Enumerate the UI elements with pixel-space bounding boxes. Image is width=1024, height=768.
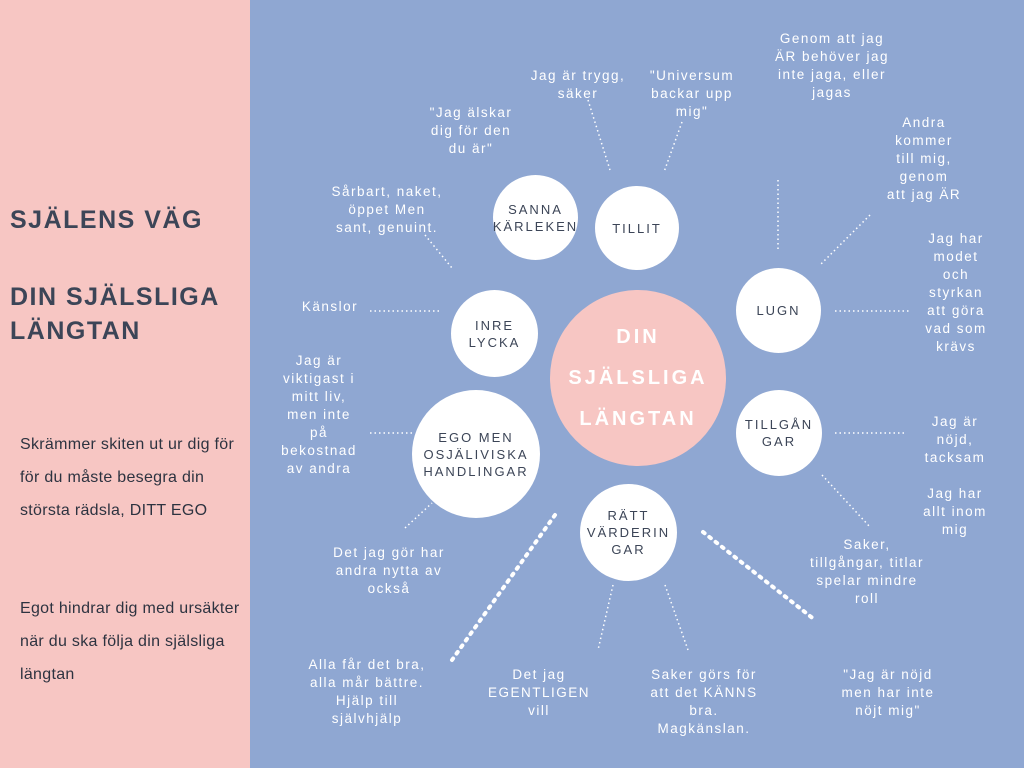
connector-line xyxy=(424,234,453,269)
label-universum: "Universum backar upp mig" xyxy=(649,68,735,119)
node-tillgangar: TILLGÅN GAR xyxy=(736,390,822,476)
label-allt-inom-mig: Jag har allt inom mig xyxy=(923,486,987,537)
label-kanslor: Känslor xyxy=(301,299,359,314)
paragraph-ego-fear: Skrämmer skiten ut ur dig för för du mås… xyxy=(20,436,235,519)
connector-line xyxy=(663,121,683,173)
node-ego-men-osjaliviska-handlingar: EGO MEN OSJÄLIVISKA HANDLINGAR xyxy=(412,390,540,518)
label-sarbart: Sårbart, naket, öppet Men sant, genuint. xyxy=(331,184,443,235)
node-ratt-varderingar: RÄTT VÄRDERIN GAR xyxy=(580,484,677,581)
label-alla-far-det-bra: Alla får det bra, alla mår bättre. Hjälp… xyxy=(308,657,426,726)
label-genom-att-jag: Genom att jag ÄR behöver jag inte jaga, … xyxy=(774,31,890,100)
node-sanna-karleken: SANNA KÄRLEKEN xyxy=(493,175,578,260)
connector-line xyxy=(404,502,433,529)
connector-line xyxy=(597,584,614,651)
heading-sjalens-vag: SJÄLENS VÄG xyxy=(10,206,203,234)
label-det-jag-gor: Det jag gör har andra nytta av också xyxy=(333,545,445,596)
label-nojd-tacksam: Jag är nöjd, tacksam xyxy=(924,414,986,465)
connector-line-bold xyxy=(701,530,817,622)
label-jag-har-modet: Jag har modet och styrkan att göra vad s… xyxy=(925,231,987,354)
connector-line-bold xyxy=(450,513,557,662)
node-din-sjalsliga-langtan: DIN SJÄLSLIGA LÄNGTAN xyxy=(550,290,726,466)
connector-line xyxy=(819,214,871,266)
paragraph-ego-excuses: Egot hindrar dig med ursäkter när du ska… xyxy=(20,600,240,683)
label-saker-gors: Saker görs för att det KÄNNS bra. Magkän… xyxy=(650,667,758,736)
label-nojd-men: "Jag är nöjd men har inte nöjt mig" xyxy=(841,667,935,718)
label-viktigast: Jag är viktigast i mitt liv, men inte på… xyxy=(281,353,357,476)
label-andra-kommer: Andra kommer till mig, genom att jag ÄR xyxy=(886,115,962,202)
node-tillit: TILLIT xyxy=(595,186,679,270)
heading-din-sjalsliga-langtan: DIN SJÄLSLIGA LÄNGTAN xyxy=(10,283,220,345)
connector-line xyxy=(821,474,871,528)
left-panel: SJÄLENS VÄG DIN SJÄLSLIGA LÄNGTAN Skrämm… xyxy=(0,0,250,768)
label-jag-alskar: "Jag älskar dig för den du är" xyxy=(429,105,513,156)
connector-line xyxy=(587,99,611,171)
label-egentligen-vill: Det jag EGENTLIGEN vill xyxy=(487,667,591,718)
node-lugn: LUGN xyxy=(736,268,821,353)
node-inre-lycka: INRE LYCKA xyxy=(451,290,538,377)
label-saker-tillgangar: Saker, tillgångar, titlar spelar mindre … xyxy=(809,537,925,606)
connector-line xyxy=(664,584,689,651)
label-trygg-saker: Jag är trygg, säker xyxy=(530,68,626,101)
